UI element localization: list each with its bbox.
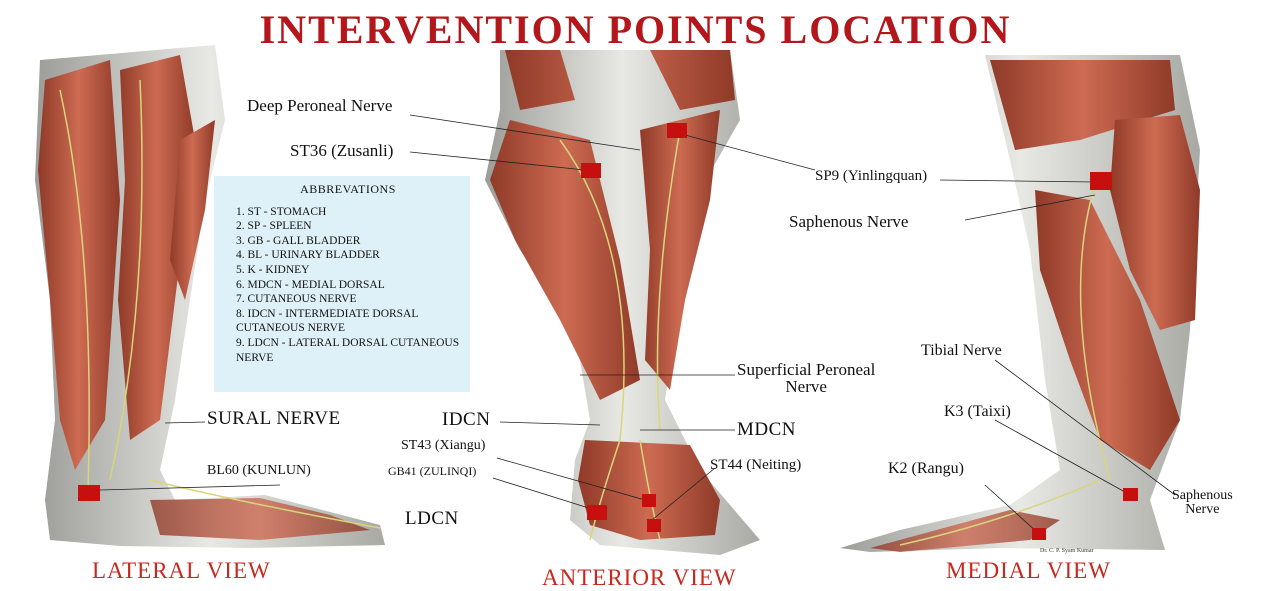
label-st36: ST36 (Zusanli): [290, 141, 393, 161]
label-sural-nerve: SURAL NERVE: [207, 408, 341, 430]
abbreviation-item: 5. K - KIDNEY: [236, 263, 460, 278]
lateral-view-caption: LATERAL VIEW: [92, 558, 271, 584]
point-marker-st44: [647, 519, 661, 532]
point-marker-st36: [581, 163, 601, 178]
image-credit: Dr. C. P. Syam Kumar: [1040, 548, 1094, 554]
abbreviation-item: 6. MDCN - MEDIAL DORSAL: [236, 278, 460, 293]
label-ldcn: LDCN: [405, 508, 459, 530]
label-saphenous-nerve-lower: Saphenous Nerve: [1172, 489, 1233, 517]
label-gb41: GB41 (ZULINQI): [388, 464, 476, 479]
label-saphenous-lower-line2: Nerve: [1172, 503, 1233, 517]
point-marker-gb41: [587, 505, 607, 520]
anterior-leg-drawing: [485, 50, 760, 555]
abbreviation-item: 8. IDCN - INTERMEDIATE DORSAL CUTANEOUS …: [236, 307, 460, 336]
abbreviation-item: 3. GB - GALL BLADDER: [236, 234, 460, 249]
medial-view-caption: MEDIAL VIEW: [946, 558, 1111, 584]
point-marker-st43: [642, 494, 656, 507]
point-marker-sp9-anterior: [667, 123, 687, 138]
label-deep-peroneal-nerve: Deep Peroneal Nerve: [247, 96, 392, 116]
point-marker-sp9-medial: [1090, 172, 1112, 190]
abbreviation-item: 9. LDCN - LATERAL DORSAL CUTANEOUS NERVE: [236, 336, 460, 365]
abbreviation-item: 7. CUTANEOUS NERVE: [236, 292, 460, 307]
label-saphenous-lower-line1: Saphenous: [1172, 489, 1233, 503]
label-saphenous-nerve-upper: Saphenous Nerve: [789, 212, 908, 232]
label-k3: K3 (Taixi): [944, 403, 1011, 421]
abbreviations-title: ABBREVATIONS: [236, 182, 460, 197]
abbreviation-item: 1. ST - STOMACH: [236, 205, 460, 220]
label-idcn: IDCN: [442, 409, 490, 431]
label-k2: K2 (Rangu): [888, 460, 964, 478]
abbreviations-box: ABBREVATIONS 1. ST - STOMACH 2. SP - SPL…: [214, 176, 470, 392]
label-st44: ST44 (Neiting): [710, 457, 801, 474]
label-mdcn: MDCN: [737, 419, 796, 441]
label-sp9: SP9 (Yinlingquan): [815, 168, 927, 185]
label-superficial-peroneal-nerve: Superficial Peroneal Nerve: [737, 361, 875, 395]
abbreviation-item: 4. BL - URINARY BLADDER: [236, 248, 460, 263]
label-st43: ST43 (Xiangu): [401, 438, 485, 454]
label-bl60: BL60 (KUNLUN): [207, 463, 311, 479]
abbreviation-item: 2. SP - SPLEEN: [236, 219, 460, 234]
point-marker-k3: [1123, 488, 1138, 501]
anterior-view-caption: ANTERIOR VIEW: [542, 565, 737, 591]
label-superficial-peroneal-line2: Nerve: [737, 378, 875, 395]
label-superficial-peroneal-line1: Superficial Peroneal: [737, 361, 875, 378]
label-tibial-nerve: Tibial Nerve: [921, 342, 1002, 360]
point-marker-bl60: [78, 485, 100, 501]
point-marker-k2: [1032, 528, 1046, 540]
abbreviations-list: 1. ST - STOMACH 2. SP - SPLEEN 3. GB - G…: [236, 205, 460, 366]
